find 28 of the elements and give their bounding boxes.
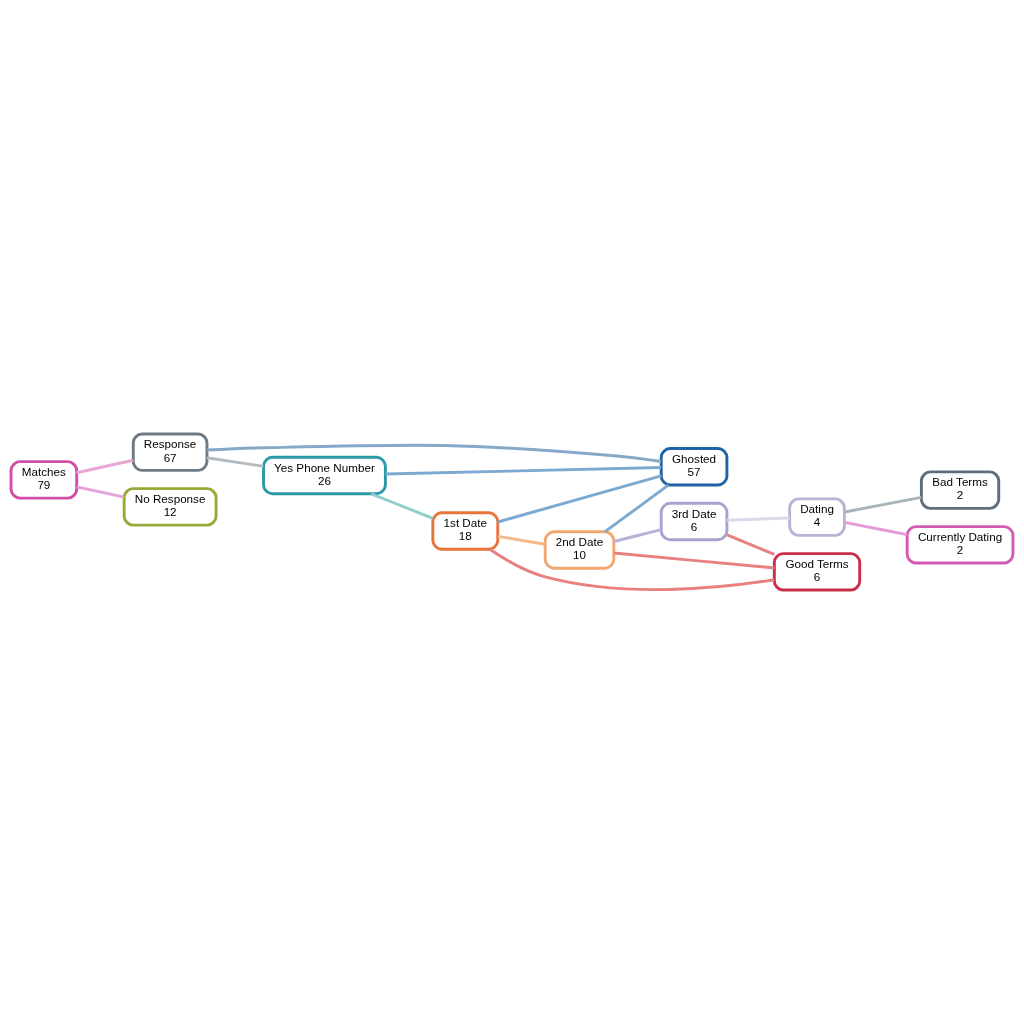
node-box: Yes Phone Number 26	[262, 455, 387, 496]
connector	[613, 528, 662, 543]
connector	[206, 456, 264, 468]
node-box: Ghosted 57	[659, 447, 729, 487]
node-box: Response 67	[131, 432, 209, 472]
connector	[207, 443, 662, 463]
connector	[604, 483, 670, 533]
connector	[726, 533, 775, 556]
node-box: Good Terms 6	[772, 552, 862, 592]
connector	[76, 458, 134, 475]
node-box: 3rd Date 6	[659, 501, 729, 542]
connector	[844, 520, 908, 536]
connector	[385, 466, 662, 476]
node-box: 1st Date 18	[431, 511, 500, 551]
node-box: Matches 79	[9, 460, 79, 500]
node-box: Currently Dating 2	[905, 525, 1015, 565]
node-box: Bad Terms 2	[919, 470, 1001, 510]
connector	[613, 551, 775, 570]
node-box: Dating 4	[788, 497, 846, 537]
node-box: No Response 12	[122, 487, 218, 527]
node-box: 2nd Date 10	[543, 530, 616, 570]
connector	[727, 516, 790, 522]
connector	[497, 534, 546, 546]
connector	[370, 492, 434, 520]
connector	[76, 485, 125, 499]
connector	[497, 474, 662, 524]
connector	[844, 495, 922, 514]
connector	[489, 548, 775, 592]
